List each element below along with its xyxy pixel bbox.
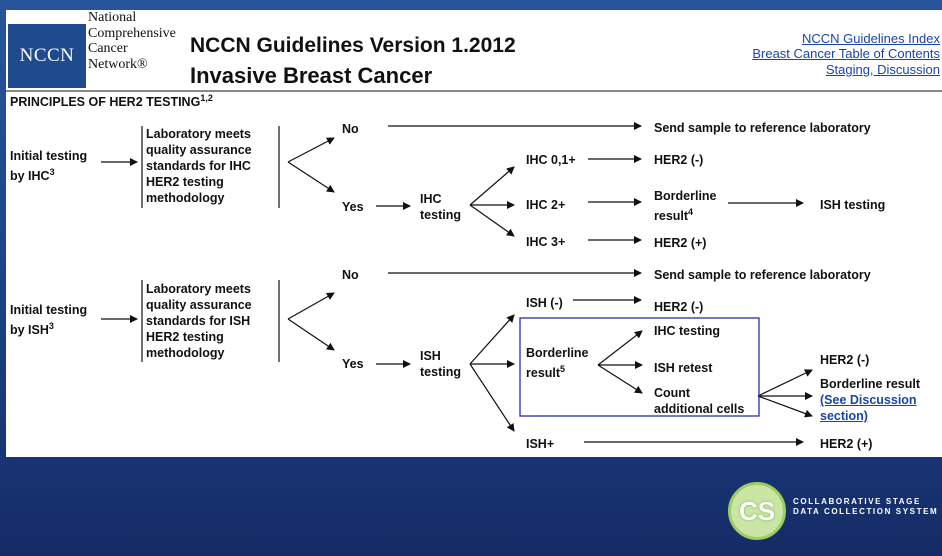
ihc-her2-negative: HER2 (-): [654, 153, 704, 167]
outcome-her2-negative: HER2 (-): [820, 353, 870, 367]
option-ish-retest: ISH retest: [654, 361, 713, 375]
flow-connectors: [101, 122, 813, 446]
ihc-borderline-result: Borderline result4: [654, 189, 717, 224]
ihc-result-3: IHC 3+: [526, 235, 566, 249]
see-discussion-link-cont[interactable]: section): [820, 409, 868, 423]
ihc-initial-testing: Initial testing by IHC3: [10, 149, 88, 184]
ish-no-label: No: [342, 268, 359, 282]
logo-line: Comprehensive: [88, 25, 176, 41]
guideline-version-title: NCCN Guidelines Version 1.2012: [190, 34, 516, 57]
ish-her2-negative: HER2 (-): [654, 300, 704, 314]
logo-org-name: National Comprehensive Cancer Network®: [88, 10, 176, 72]
option-count-cells: Count additional cells: [654, 386, 745, 416]
ish-send-reference: Send sample to reference laboratory: [654, 268, 871, 282]
guideline-slide: NCCN National Comprehensive Cancer Netwo…: [6, 10, 942, 457]
option-ihc-testing: IHC testing: [654, 324, 720, 338]
ish-yes-label: Yes: [342, 357, 364, 371]
cs-logo-icon: CS: [728, 482, 786, 540]
cs-logo-text: COLLABORATIVE STAGE DATA COLLECTION SYST…: [793, 497, 939, 516]
ihc-her2-positive: HER2 (+): [654, 236, 707, 250]
ihc-testing-node: IHC testing: [420, 192, 461, 222]
logo-line: Cancer: [88, 41, 128, 56]
ish-negative-node: ISH (-): [526, 296, 563, 310]
outcome-her2-positive: HER2 (+): [820, 437, 873, 451]
logo-line: National: [88, 10, 137, 25]
ish-testing-node: ISH testing: [420, 349, 461, 379]
see-discussion-link[interactable]: (See Discussion: [820, 393, 917, 407]
ihc-yes-label: Yes: [342, 200, 364, 214]
ihc-result-0-1: IHC 0,1+: [526, 153, 576, 167]
table-of-contents-link[interactable]: Breast Cancer Table of Contents: [752, 46, 940, 61]
ish-positive-node: ISH+: [526, 437, 555, 451]
ihc-send-reference: Send sample to reference laboratory: [654, 121, 871, 135]
logo-line: Network®: [88, 56, 148, 72]
ish-lab-criteria: Laboratory meets quality assurance stand…: [146, 282, 252, 360]
ihc-ish-testing: ISH testing: [820, 198, 886, 212]
ish-borderline-result: Borderline result5: [526, 346, 589, 381]
ihc-no-label: No: [342, 122, 359, 136]
header-divider: [6, 90, 942, 92]
ish-initial-testing: Initial testing by ISH3: [10, 303, 88, 338]
guidelines-index-link[interactable]: NCCN Guidelines Index: [801, 31, 940, 46]
logo-abbr: NCCN: [19, 45, 75, 66]
nccn-logo: NCCN: [8, 24, 86, 88]
section-title: PRINCIPLES OF HER2 TESTING1,2: [10, 93, 213, 110]
outcome-borderline: Borderline result (See Discussion sectio…: [820, 377, 921, 423]
ihc-lab-criteria: Laboratory meets quality assurance stand…: [146, 127, 252, 205]
staging-discussion-link[interactable]: Staging, Discussion: [825, 62, 940, 77]
guideline-topic-title: Invasive Breast Cancer: [190, 63, 433, 88]
ihc-result-2: IHC 2+: [526, 198, 566, 212]
